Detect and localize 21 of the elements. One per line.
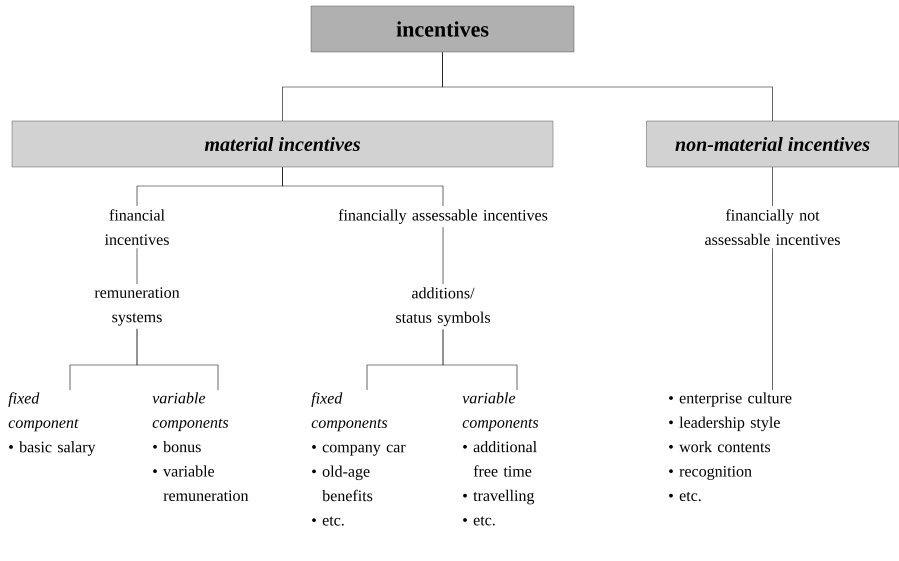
component-list: variable components • bonus • variable remuneration xyxy=(152,392,248,502)
category-label: remuneration systems xyxy=(94,287,180,326)
category-label: financial incentives xyxy=(104,209,169,246)
category-label: additions/ status symbols xyxy=(396,287,490,326)
category-label: financially assessable incentives xyxy=(338,209,548,224)
connector-line xyxy=(282,166,444,206)
category-box: incentives xyxy=(310,6,574,52)
category-box: material incentives xyxy=(12,120,554,168)
connector-line xyxy=(442,52,773,122)
component-list: fixed components • company car • old-age benefits • etc. xyxy=(311,392,406,526)
component-list: fixed component • basic salary xyxy=(8,392,96,456)
category-label: financially not assessable incentives xyxy=(705,209,840,246)
connector-line xyxy=(772,166,773,206)
connector-line xyxy=(136,328,218,390)
connector-line xyxy=(772,248,773,390)
component-list: variable components • additional free time • travelling • etc. xyxy=(462,392,538,526)
connector-line xyxy=(442,226,444,284)
connector-line xyxy=(442,329,518,390)
component-list: • enterprise culture • leadership style • work contents • recognition • etc. xyxy=(669,392,792,502)
connector-line xyxy=(136,248,138,284)
category-box: non-material incentives xyxy=(646,120,899,168)
